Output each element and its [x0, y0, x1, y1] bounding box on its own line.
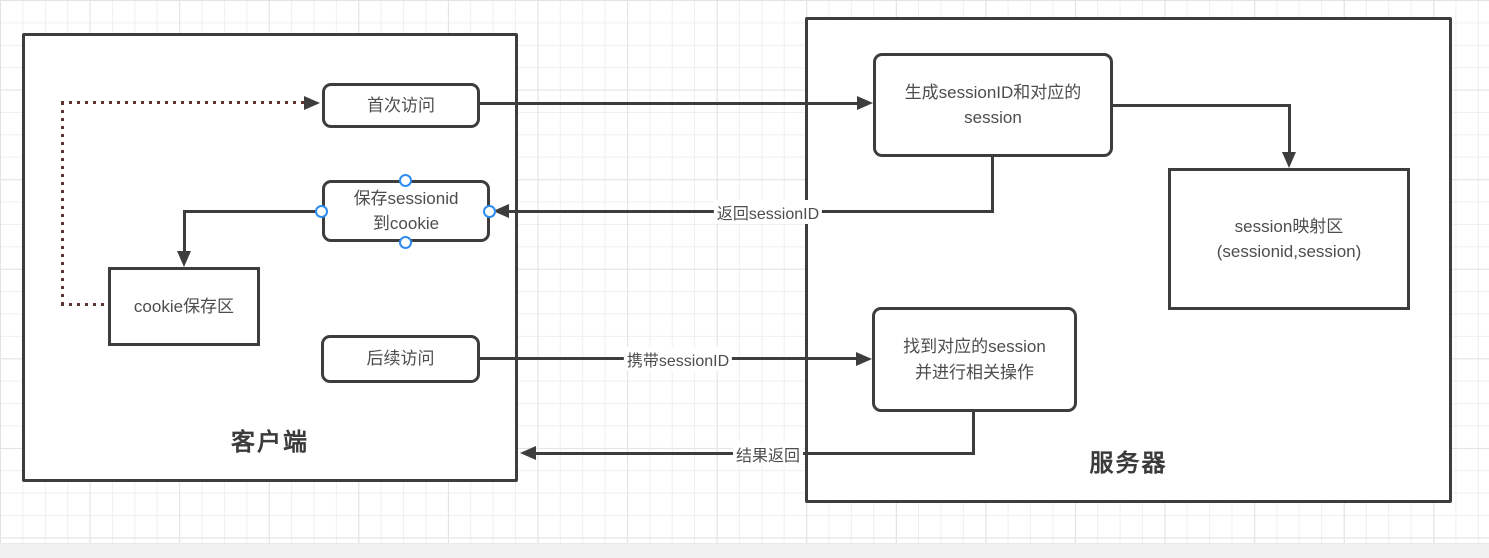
node-cookie-store[interactable]: cookie保存区: [108, 267, 260, 346]
node-first-visit[interactable]: 首次访问: [322, 83, 480, 128]
selection-handle-right[interactable]: [483, 205, 496, 218]
node-cookie-store-label: cookie保存区: [133, 296, 235, 316]
node-session-map-label: session映射区 (sessionid,session): [1216, 216, 1362, 262]
node-save-sessionid[interactable]: 保存sessionid 到cookie: [322, 180, 490, 242]
server-group-label: 服务器: [1089, 450, 1168, 477]
selection-handle-left[interactable]: [315, 205, 328, 218]
edge-gen-to-map-arrowhead: [1282, 152, 1296, 168]
edge-label-carry-sessionid[interactable]: 携带sessionID: [623, 347, 733, 371]
edge-label-return-sessionid[interactable]: 返回sessionID: [713, 200, 823, 224]
edge-result-return-arrowhead: [520, 446, 536, 460]
edge-return-sessionid-arrowhead: [493, 204, 509, 218]
edge-cookie-to-first-visit-bottom[interactable]: [61, 303, 108, 306]
node-next-visit-label: 后续访问: [366, 349, 435, 369]
edge-label-result-return[interactable]: 结果返回: [732, 442, 804, 466]
edge-cookie-to-first-visit-arrowhead: [304, 96, 320, 110]
edge-gen-to-map-vertical[interactable]: [1288, 104, 1291, 154]
edge-gen-to-map-horizontal[interactable]: [1113, 104, 1291, 107]
horizontal-scrollbar-track[interactable]: [0, 543, 1489, 558]
edge-save-to-cookie-arrowhead: [177, 251, 191, 267]
edge-return-sessionid-vertical[interactable]: [991, 157, 994, 213]
edge-save-to-cookie-horizontal[interactable]: [183, 210, 322, 213]
edge-first-visit-to-gen-session[interactable]: [480, 102, 860, 105]
edge-first-visit-arrowhead: [857, 96, 873, 110]
node-gen-session[interactable]: 生成sessionID和对应的 session: [873, 53, 1113, 157]
selection-handle-bottom[interactable]: [399, 236, 412, 249]
node-session-map[interactable]: session映射区 (sessionid,session): [1168, 168, 1410, 310]
selection-handle-top[interactable]: [399, 174, 412, 187]
node-find-session-label: 找到对应的session 并进行相关操作: [903, 337, 1046, 382]
edge-cookie-to-first-visit-vertical[interactable]: [61, 102, 64, 306]
node-find-session[interactable]: 找到对应的session 并进行相关操作: [872, 307, 1077, 412]
node-first-visit-label: 首次访问: [367, 95, 435, 115]
node-save-sessionid-label: 保存sessionid 到cookie: [353, 188, 459, 234]
node-gen-session-label: 生成sessionID和对应的 session: [904, 82, 1082, 128]
edge-save-to-cookie-vertical[interactable]: [183, 210, 186, 253]
client-group-label: 客户端: [231, 429, 309, 456]
edge-carry-sessionid-arrowhead: [856, 352, 872, 366]
edge-result-return-vertical[interactable]: [972, 412, 975, 455]
edge-cookie-to-first-visit-top[interactable]: [61, 101, 304, 104]
node-next-visit[interactable]: 后续访问: [321, 335, 480, 383]
